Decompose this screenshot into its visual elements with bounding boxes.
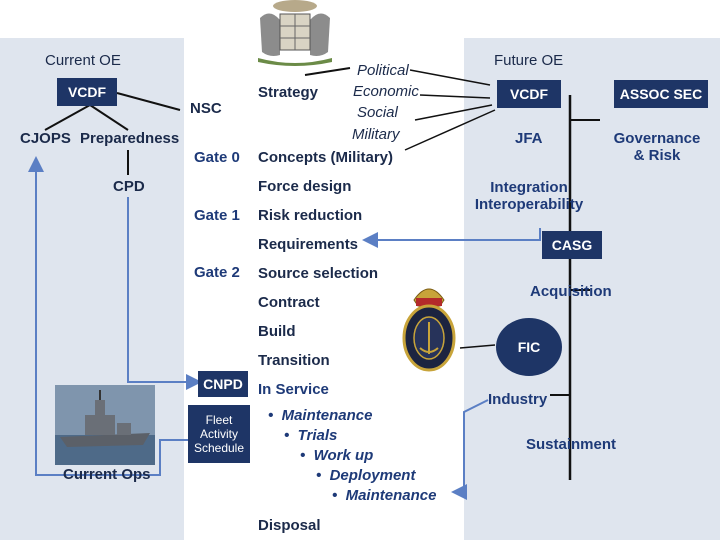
preparedness-label: Preparedness — [80, 130, 180, 147]
fleet-line: Fleet — [205, 413, 233, 427]
future-vcdf-box: VCDF — [497, 80, 561, 108]
service-item-text: Maintenance — [345, 487, 437, 504]
cnpd-box: CNPD — [198, 371, 248, 397]
integration-label: Integration Interoperability — [466, 179, 592, 213]
transition-label: Transition — [258, 352, 330, 369]
fic-circle: FIC — [496, 318, 562, 376]
service-item-text: Trials — [297, 427, 338, 444]
service-item-2: • Trials — [284, 427, 338, 444]
service-item-text: Maintenance — [281, 407, 373, 424]
military-line: Military — [352, 126, 400, 143]
source-selection-label: Source selection — [258, 265, 379, 282]
service-item-5: • Maintenance — [332, 487, 437, 504]
jfa-label: JFA — [515, 130, 543, 147]
schedule-line: Schedule — [193, 441, 245, 455]
gate2-label: Gate 2 — [194, 264, 240, 281]
economic-line: Economic — [353, 83, 419, 100]
navy-badge-icon — [400, 278, 458, 376]
governance-line-1: Governance — [613, 130, 701, 147]
future-oe-title: Future OE — [494, 52, 564, 69]
social-line: Social — [357, 104, 398, 121]
service-item-4: • Deployment — [316, 467, 416, 484]
disposal-label: Disposal — [258, 517, 321, 534]
industry-label: Industry — [488, 391, 548, 408]
cjops-label: CJOPS — [20, 130, 71, 147]
service-item-3: • Work up — [300, 447, 374, 464]
interoperability-line: Interoperability — [474, 196, 584, 213]
risk-reduction-label: Risk reduction — [258, 207, 363, 224]
force-design-label: Force design — [258, 178, 352, 195]
casg-box: CASG — [542, 231, 602, 259]
governance-label: Governance & Risk — [612, 130, 702, 164]
current-ops-label: Current Ops — [63, 466, 151, 483]
concepts-label: Concepts (Military) — [258, 149, 394, 166]
future-oe-band — [464, 38, 720, 540]
integration-line: Integration — [490, 179, 568, 196]
build-label: Build — [258, 323, 296, 340]
assoc-sec-box: ASSOC SEC — [614, 80, 708, 108]
sustainment-label: Sustainment — [526, 436, 617, 453]
acquisition-label: Acquisition — [530, 283, 612, 300]
current-vcdf-box: VCDF — [57, 78, 117, 106]
fic-label: FIC — [517, 339, 541, 355]
service-item-text: Work up — [313, 447, 374, 464]
current-oe-title: Current OE — [45, 52, 121, 69]
service-item-text: Deployment — [329, 467, 416, 484]
political-line: Political — [357, 62, 409, 79]
warship-photo — [55, 385, 155, 465]
service-item-1: • Maintenance — [268, 407, 373, 424]
gate0-label: Gate 0 — [194, 149, 240, 166]
gate1-label: Gate 1 — [194, 207, 240, 224]
in-service-label: In Service — [258, 381, 329, 398]
activity-line: Activity — [199, 427, 238, 441]
cpd-label: CPD — [113, 178, 145, 195]
requirements-label: Requirements — [258, 236, 359, 253]
contract-label: Contract — [258, 294, 320, 311]
strategy-label: Strategy — [258, 84, 319, 101]
fleet-activity-box: Fleet Activity Schedule — [188, 405, 250, 463]
governance-line-2: & Risk — [633, 147, 681, 164]
coat-of-arms-icon — [250, 0, 340, 68]
nsc-label: NSC — [190, 100, 222, 117]
